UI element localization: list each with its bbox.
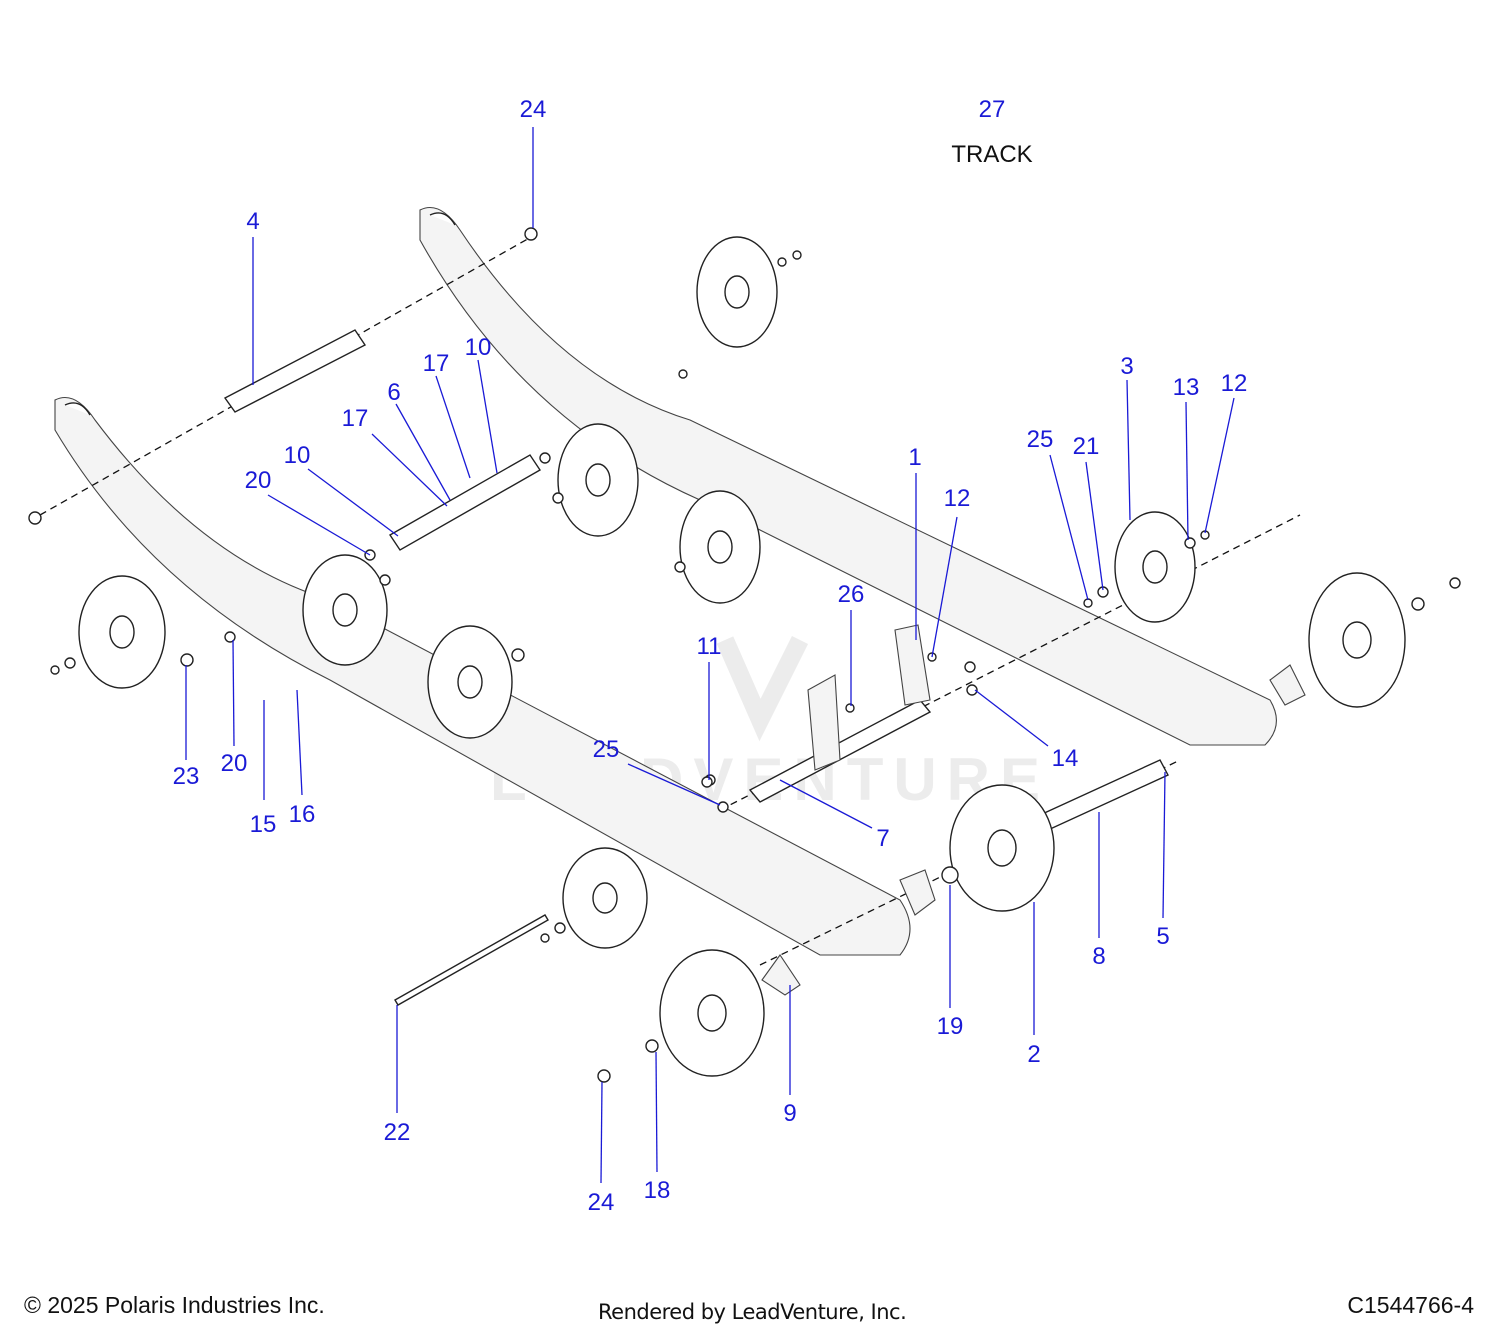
callout-5[interactable]: 5 (1156, 923, 1169, 950)
bracket-1 (894, 624, 931, 706)
callout-1[interactable]: 1 (908, 444, 921, 471)
rail-lower (54, 396, 911, 956)
callout-3[interactable]: 3 (1120, 353, 1133, 380)
callout-12-mid[interactable]: 12 (944, 485, 971, 512)
callout-25-left[interactable]: 25 (593, 736, 620, 763)
bolt-22 (394, 914, 549, 1006)
callouts: 24 4 17 10 6 17 10 20 1 12 26 11 25 7 14… (173, 96, 1248, 1216)
wheel-bottom-mid (562, 847, 648, 949)
callout-27[interactable]: 27 (979, 96, 1006, 123)
callout-14[interactable]: 14 (1052, 745, 1079, 772)
callout-12-right[interactable]: 12 (1221, 370, 1248, 397)
bracket-left (807, 674, 841, 771)
callout-19[interactable]: 19 (937, 1013, 964, 1040)
callout-10-lower[interactable]: 10 (284, 442, 311, 469)
wheel-lower-1 (302, 554, 388, 666)
suspension-assembly (28, 206, 1461, 1083)
callout-20-lower[interactable]: 20 (221, 750, 248, 777)
callout-2[interactable]: 2 (1027, 1041, 1040, 1068)
shaft-6 (389, 454, 541, 551)
callout-23[interactable]: 23 (173, 763, 200, 790)
callout-21[interactable]: 21 (1073, 433, 1100, 460)
end-cap-right (1269, 664, 1306, 706)
callout-24-bottom[interactable]: 24 (588, 1189, 615, 1216)
wheel-bottom (659, 949, 765, 1077)
wheel-mid-2 (679, 490, 761, 604)
callout-4[interactable]: 4 (246, 208, 259, 235)
rail-upper (419, 206, 1277, 746)
callout-18[interactable]: 18 (644, 1177, 671, 1204)
callout-26[interactable]: 26 (838, 581, 865, 608)
wheel-2 (949, 784, 1055, 912)
copyright-text: © 2025 Polaris Industries Inc. (24, 1292, 325, 1318)
callout-11[interactable]: 11 (697, 633, 722, 660)
diagram-id: C1544766-4 (1347, 1292, 1474, 1318)
callout-24-top[interactable]: 24 (520, 96, 547, 123)
callout-25-right[interactable]: 25 (1027, 426, 1054, 453)
wheel-far-right (1308, 572, 1406, 708)
wheel-3 (1114, 511, 1196, 623)
shaft-4 (223, 329, 367, 413)
wheel-lower-2 (427, 625, 513, 739)
callout-6[interactable]: 6 (387, 379, 400, 406)
callout-13[interactable]: 13 (1173, 374, 1200, 401)
callout-17-upper[interactable]: 17 (423, 350, 450, 377)
end-cap-19 (899, 869, 936, 916)
callout-20-upper[interactable]: 20 (245, 467, 272, 494)
end-cap-9 (761, 954, 801, 996)
callout-8[interactable]: 8 (1092, 943, 1105, 970)
callout-15[interactable]: 15 (250, 811, 277, 838)
track-label: TRACK (951, 141, 1032, 168)
callout-16[interactable]: 16 (289, 801, 316, 828)
callout-17-lower[interactable]: 17 (342, 405, 369, 432)
wheel-left (78, 575, 166, 689)
callout-9[interactable]: 9 (783, 1100, 796, 1127)
callout-22[interactable]: 22 (384, 1119, 411, 1146)
rendered-by-text: Rendered by LeadVenture, Inc. (598, 1300, 907, 1324)
wheel-top-right (696, 236, 778, 348)
wheel-mid-1 (557, 423, 639, 537)
leader-lines (185, 127, 1235, 1184)
callout-7[interactable]: 7 (876, 825, 889, 852)
callout-10-upper[interactable]: 10 (465, 334, 492, 361)
